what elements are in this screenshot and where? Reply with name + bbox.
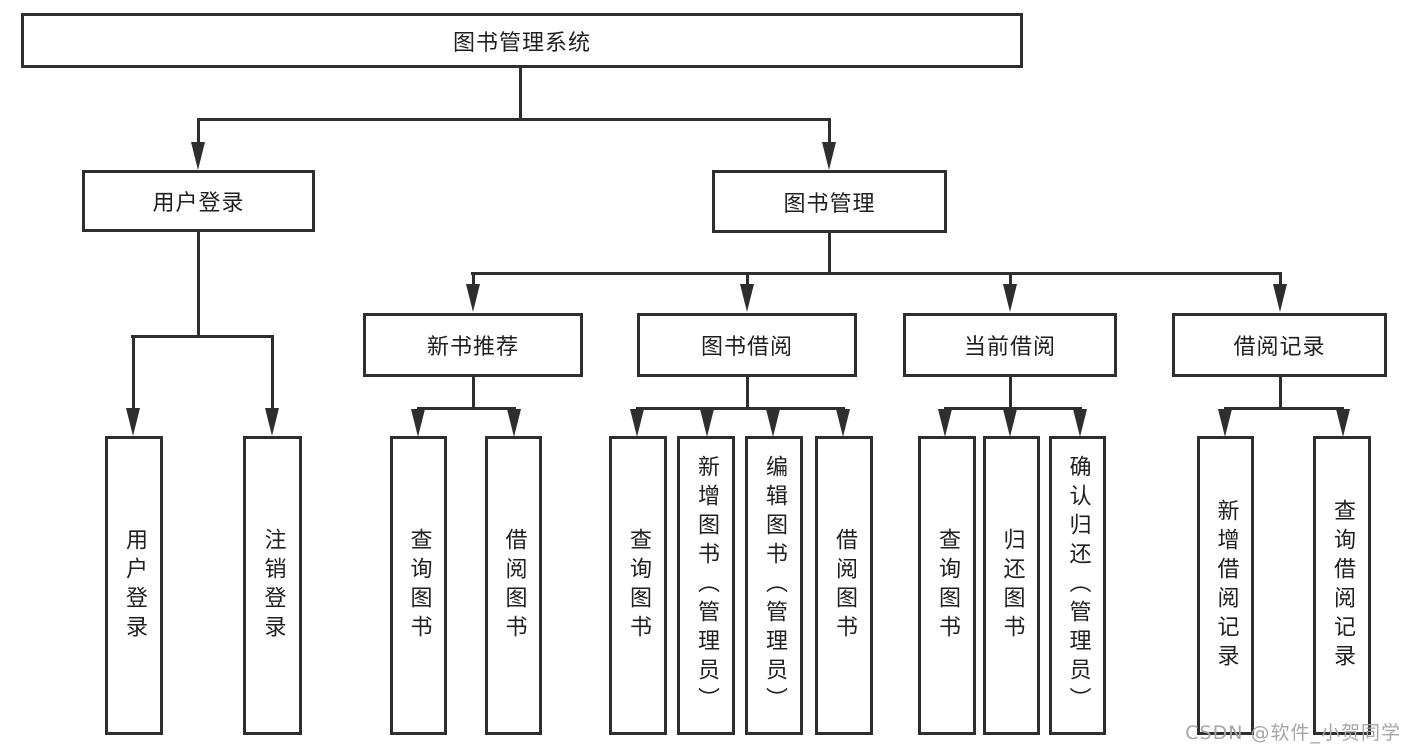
arrowhead-down: [265, 408, 279, 436]
node-root-label: 图书管理系统: [452, 30, 591, 56]
leaf-borrow-books-recommend: 借阅图书: [485, 436, 542, 735]
connector-mgmt-drop-3: [1009, 272, 1012, 286]
connector-mgmt-drop-1: [472, 272, 475, 286]
arrowhead-down: [766, 409, 780, 437]
arrowhead-down: [938, 409, 952, 437]
arrowhead-down: [740, 284, 754, 312]
leaf-borrow-books-label: 借阅图书: [832, 527, 857, 644]
leaf-edit-books-admin: 编辑图书（管理员）: [745, 436, 803, 735]
node-user-login: 用户登录: [82, 170, 315, 232]
connector-current-stem: [1009, 377, 1012, 409]
arrowhead-down: [700, 409, 714, 437]
node-book-borrow-label: 图书借阅: [700, 335, 793, 360]
connector-root-drop-right: [828, 118, 831, 144]
leaf-logout-label: 注销登录: [260, 527, 286, 644]
leaf-query-books-borrow-label: 查询图书: [626, 527, 651, 644]
node-new-book-recommend-label: 新书推荐: [426, 335, 519, 360]
leaf-add-books-admin-label: 新增图书（管理员）: [694, 455, 719, 716]
connector-login-drop-2: [271, 335, 274, 410]
connector-recommend-stem: [472, 377, 475, 409]
arrowhead-down: [1003, 284, 1017, 312]
arrowhead-down: [1003, 409, 1017, 437]
leaf-query-borrow-record: 查询借阅记录: [1313, 436, 1371, 735]
leaf-return-books-label: 归还图书: [999, 527, 1025, 644]
node-book-management-label: 图书管理: [783, 191, 876, 217]
arrowhead-down: [822, 142, 836, 170]
connector-borrow-split: [636, 407, 845, 410]
node-user-login-label: 用户登录: [152, 191, 245, 216]
leaf-return-books: 归还图书: [983, 436, 1040, 735]
leaf-query-books-recommend: 查询图书: [390, 436, 447, 735]
arrowhead-down: [191, 142, 205, 170]
leaf-query-books-current-label: 查询图书: [935, 527, 960, 644]
arrowhead-down: [507, 409, 521, 437]
leaf-query-books-recommend-label: 查询图书: [406, 527, 432, 644]
leaf-add-borrow-record-label: 新增借阅记录: [1213, 498, 1239, 673]
connector-recommend-split: [417, 407, 516, 410]
node-root: 图书管理系统: [21, 13, 1023, 68]
connector-root-drop-left: [197, 118, 200, 144]
leaf-confirm-return-admin: 确认归还（管理员）: [1049, 436, 1106, 735]
connector-login-stem: [197, 232, 200, 335]
arrowhead-down: [1273, 284, 1287, 312]
connector-records-split: [1224, 407, 1344, 410]
leaf-add-borrow-record: 新增借阅记录: [1197, 436, 1254, 735]
connector-root-split: [197, 118, 831, 121]
leaf-edit-books-admin-label: 编辑图书（管理员）: [762, 455, 787, 716]
arrowhead-down: [1336, 409, 1350, 437]
leaf-user-login-label: 用户登录: [122, 527, 147, 644]
arrowhead-down: [836, 409, 850, 437]
arrowhead-down: [126, 408, 140, 436]
leaf-query-books-borrow: 查询图书: [609, 436, 667, 735]
node-borrow-records: 借阅记录: [1172, 313, 1387, 377]
leaf-query-books-current: 查询图书: [918, 436, 976, 735]
connector-root-stem: [519, 68, 522, 118]
connector-mgmt-split: [471, 272, 1282, 275]
connector-login-drop-1: [132, 335, 135, 410]
connector-mgmt-drop-2: [746, 272, 749, 286]
connector-mgmt-drop-4: [1279, 272, 1282, 286]
arrowhead-down: [1073, 409, 1087, 437]
arrowhead-down: [630, 409, 644, 437]
connector-records-stem: [1279, 377, 1282, 409]
connector-login-split: [131, 335, 274, 338]
arrowhead-down: [1218, 409, 1232, 437]
node-current-borrow: 当前借阅: [903, 313, 1117, 377]
node-borrow-records-label: 借阅记录: [1233, 335, 1326, 360]
node-book-borrow: 图书借阅: [637, 313, 857, 377]
leaf-logout: 注销登录: [243, 436, 302, 735]
arrowhead-down: [466, 284, 480, 312]
connector-borrow-stem: [746, 377, 749, 409]
leaf-confirm-return-admin-label: 确认归还（管理员）: [1065, 455, 1091, 716]
csdn-watermark: CSDN @软件_小贺同学: [1185, 722, 1401, 744]
leaf-query-borrow-record-label: 查询借阅记录: [1330, 498, 1355, 673]
node-current-borrow-label: 当前借阅: [963, 335, 1056, 360]
connector-current-split: [944, 407, 1082, 410]
node-new-book-recommend: 新书推荐: [363, 313, 583, 377]
leaf-user-login: 用户登录: [105, 436, 163, 735]
connector-mgmt-stem: [828, 233, 831, 274]
leaf-add-books-admin: 新增图书（管理员）: [677, 436, 735, 735]
leaf-borrow-books: 借阅图书: [815, 436, 873, 735]
leaf-borrow-books-recommend-label: 借阅图书: [501, 527, 527, 644]
arrowhead-down: [411, 409, 425, 437]
node-book-management: 图书管理: [712, 170, 947, 233]
